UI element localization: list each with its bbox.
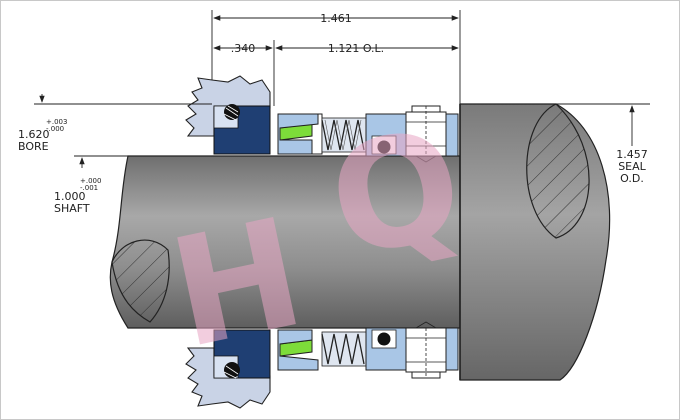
spring-icon-bottom: [321, 331, 367, 367]
seal-assembly-top: [185, 75, 459, 163]
bore-value: 1.620: [18, 128, 50, 141]
seal-assembly-bottom: [185, 321, 459, 409]
bore-label: BORE: [18, 140, 49, 153]
gland-offset-label: .340: [231, 42, 256, 55]
seal-od-label-od: O.D.: [620, 172, 644, 185]
set-screw-icon-bottom: [405, 321, 447, 379]
overall-length-label: 1.461: [320, 12, 352, 25]
seal-od-label-seal: SEAL: [618, 160, 646, 173]
shaft-label: SHAFT: [54, 202, 90, 215]
collar-section-hatch: [526, 103, 590, 239]
shaft-collar: [459, 103, 611, 381]
shaft-tolerance-minus: -.001: [80, 184, 98, 192]
operating-length-label: 1.121 O.L.: [328, 42, 384, 55]
shaft: [109, 155, 461, 329]
seal-od-value: 1.457: [616, 148, 648, 161]
dimension-lines: [34, 10, 650, 168]
bore-tolerance-minus: -.000: [46, 125, 64, 133]
shaft-section-hatch: [111, 239, 170, 323]
shaft-tolerance-plus: +.000: [80, 177, 101, 185]
set-screw-icon-top: [405, 105, 447, 163]
bore-tolerance-plus: +.003: [46, 118, 67, 126]
rotating-head-bottom: [277, 329, 319, 371]
shaft-value: 1.000: [54, 190, 86, 203]
spring-icon-top: [321, 117, 367, 153]
